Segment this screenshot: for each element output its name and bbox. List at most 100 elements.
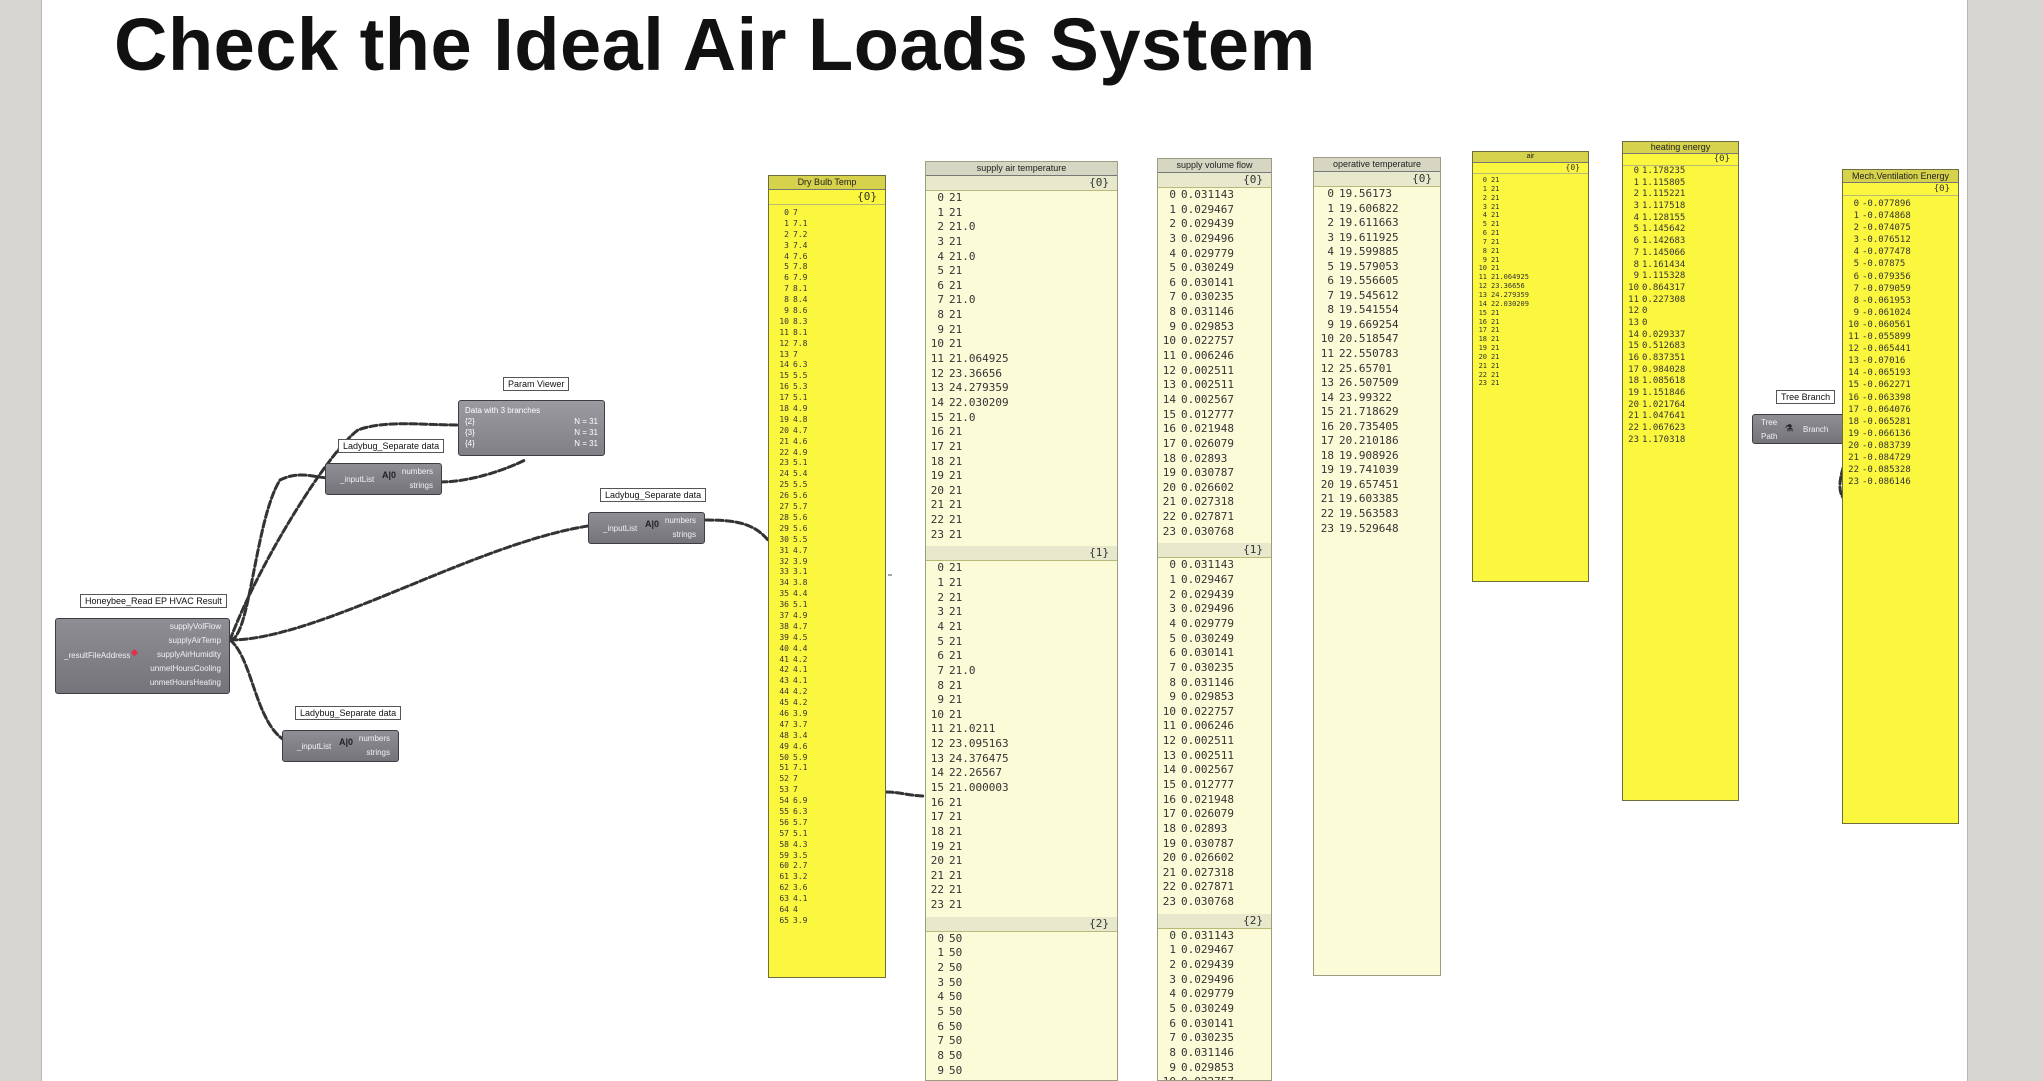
- row-index: 9: [1853, 307, 1859, 318]
- row-value: 4.1: [793, 676, 808, 686]
- row-value: 4.1: [793, 894, 808, 904]
- row-value: 0.002511: [1181, 734, 1234, 748]
- row-value: -0.079059: [1862, 283, 1911, 294]
- row-value: 50: [949, 961, 963, 975]
- output-strings[interactable]: strings: [409, 481, 433, 490]
- row-index: 13: [930, 381, 944, 395]
- row-index: 20: [930, 483, 944, 497]
- output-numbers[interactable]: numbers: [358, 734, 390, 743]
- input-list[interactable]: _inputList: [340, 475, 375, 484]
- panel-row: 6-0.079356: [1843, 271, 1958, 283]
- output-unmet-cooling[interactable]: unmetHoursCooling: [150, 664, 221, 673]
- row-value: 0.006246: [1181, 719, 1234, 733]
- row-value: 3.2: [793, 872, 808, 882]
- hb-read-result-component[interactable]: _resultFileAddress ◆ supplyVolFlow suppl…: [55, 618, 230, 694]
- row-value: 5.1: [793, 600, 808, 610]
- row-value: 21: [949, 513, 963, 527]
- input-result-file[interactable]: _resultFileAddress: [64, 651, 131, 660]
- row-index: 1: [1853, 211, 1859, 222]
- param-viewer-component[interactable]: Data with 3 branches {2}N = 31 {3}N = 31…: [458, 400, 605, 456]
- row-index: 5: [1327, 259, 1334, 273]
- row-value: 19.669254: [1339, 317, 1399, 331]
- row-value: 0.984028: [1642, 364, 1686, 375]
- row-index: 14: [930, 766, 944, 780]
- row-value: 21: [949, 527, 963, 541]
- output-unmet-heating[interactable]: unmetHoursHeating: [149, 678, 221, 687]
- row-index: 12: [930, 366, 944, 380]
- row-index: 0: [1169, 928, 1176, 942]
- panel-title: supply air temperature: [926, 162, 1117, 176]
- row-value: 4.9: [793, 610, 808, 620]
- row-index: 3: [937, 605, 944, 619]
- output-numbers[interactable]: numbers: [401, 467, 433, 476]
- row-index: 4: [937, 619, 944, 633]
- row-value: 21: [1491, 344, 1500, 353]
- row-value: 23.36656: [1491, 282, 1525, 291]
- row-index: 48: [779, 730, 789, 740]
- output-numbers[interactable]: numbers: [664, 516, 696, 525]
- output-strings[interactable]: strings: [672, 530, 696, 539]
- row-value: 21: [1491, 317, 1500, 326]
- row-value: 21: [1491, 326, 1500, 335]
- row-value: 21: [949, 337, 963, 351]
- input-list[interactable]: _inputList: [297, 742, 332, 751]
- row-value: -0.061953: [1862, 295, 1911, 306]
- row-value: 21.0: [949, 410, 976, 424]
- input-list[interactable]: _inputList: [603, 524, 638, 533]
- output-strings[interactable]: strings: [366, 748, 390, 757]
- separate-data-component-1[interactable]: _inputList A|0 numbers strings: [325, 463, 442, 495]
- input-tree[interactable]: Tree: [1761, 418, 1778, 427]
- row-value: 6.3: [793, 360, 808, 370]
- row-index: 40: [779, 643, 789, 653]
- row-index: 28: [779, 512, 789, 522]
- row-index: 15: [930, 780, 944, 794]
- row-index: 10: [930, 707, 944, 721]
- output-branch[interactable]: Branch: [1803, 425, 1829, 434]
- row-value: 6.9: [793, 796, 808, 806]
- row-index: 23: [930, 898, 944, 912]
- output-supply-vol-flow[interactable]: supplyVolFlow: [169, 622, 221, 631]
- row-index: 22: [1162, 880, 1176, 894]
- separate-data-component-3[interactable]: _inputList A|0 numbers strings: [282, 730, 399, 762]
- row-index: 2: [937, 220, 944, 234]
- tree-branch-component[interactable]: Tree Path ⚗ Branch: [1752, 414, 1849, 444]
- output-supply-air-humidity[interactable]: supplyAirHumidity: [156, 650, 221, 659]
- branch-header: {0}: [926, 176, 1117, 191]
- row-value: 5.6: [793, 491, 808, 501]
- input-path[interactable]: Path: [1761, 432, 1778, 441]
- row-index: 39: [779, 632, 789, 642]
- separate-data-component-2[interactable]: _inputList A|0 numbers strings: [588, 512, 705, 544]
- row-index: 2: [937, 590, 944, 604]
- row-value: 0.030141: [1181, 275, 1234, 289]
- row-value: 1.145642: [1642, 224, 1686, 235]
- output-supply-air-temp[interactable]: supplyAirTemp: [168, 636, 221, 645]
- param-viewer-row: {4}N = 31: [465, 439, 598, 448]
- panel-row: 22-0.085328: [1843, 464, 1958, 476]
- row-value: 1.021764: [1642, 399, 1686, 410]
- row-index: 19: [930, 839, 944, 853]
